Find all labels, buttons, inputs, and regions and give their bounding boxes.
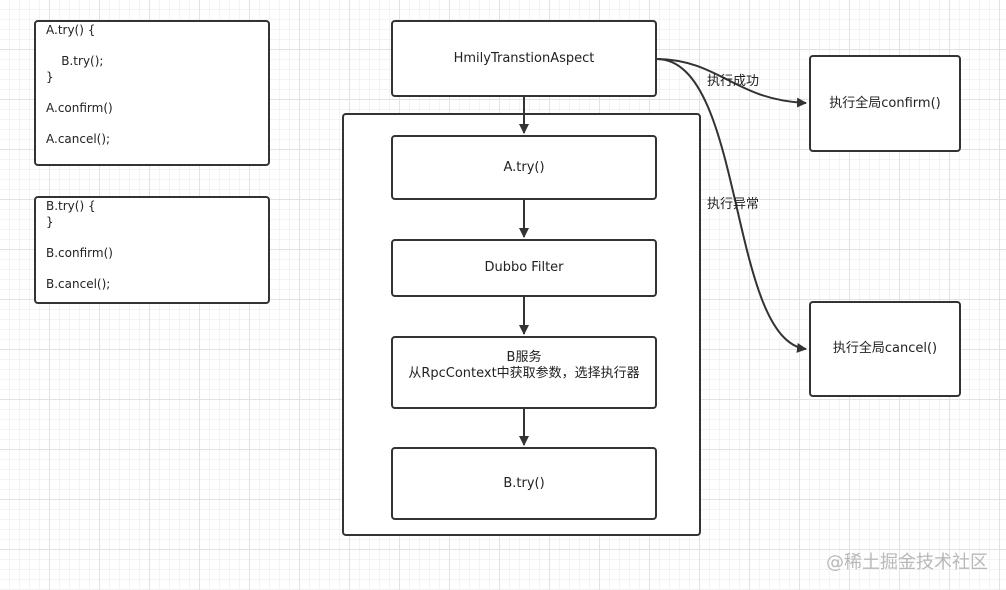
edge-label-success: 执行成功 <box>707 74 760 89</box>
b-service-node: B服务 从RpcContext中获取参数，选择执行器 <box>391 336 657 409</box>
aspect-node-label: HmilyTranstionAspect <box>453 50 595 66</box>
edge-label-error: 执行异常 <box>707 197 760 212</box>
code-line: B.confirm() <box>46 245 113 260</box>
b-service-node-desc: 从RpcContext中获取参数，选择执行器 <box>408 365 640 381</box>
aspect-node: HmilyTranstionAspect <box>391 20 657 97</box>
code-line: B.try(); <box>46 54 104 69</box>
b-try-node: B.try() <box>391 447 657 520</box>
a-try-node: A.try() <box>391 135 657 200</box>
code-line: } <box>46 69 54 84</box>
watermark: @稀土掘金技术社区 <box>826 552 988 573</box>
code-line: B.try() { <box>46 199 96 213</box>
dubbo-filter-node: Dubbo Filter <box>391 239 657 297</box>
code-line: A.cancel(); <box>46 132 111 147</box>
global-confirm-node: 执行全局confirm() <box>809 55 961 152</box>
global-cancel-node-label: 执行全局cancel() <box>832 341 938 356</box>
b-service-node-title: B服务 <box>506 349 542 365</box>
arrow-error-to-cancel <box>656 58 807 353</box>
b-try-node-label: B.try() <box>503 475 545 491</box>
global-confirm-node-label: 执行全局confirm() <box>829 95 941 111</box>
code-line: A.try() { <box>46 23 96 37</box>
code-block-a: A.try() { B.try(); } A.confirm() A.cance… <box>34 20 270 166</box>
global-cancel-node: 执行全局cancel() <box>809 301 961 397</box>
code-line: A.confirm() <box>46 100 113 115</box>
code-line: } <box>46 214 54 229</box>
code-line: B.cancel(); <box>46 276 111 291</box>
a-try-node-label: A.try() <box>503 159 545 175</box>
code-block-b: B.try() { } B.confirm() B.cancel(); <box>34 196 270 304</box>
dubbo-filter-node-label: Dubbo Filter <box>484 260 564 275</box>
arrow-success-to-confirm <box>656 58 807 108</box>
